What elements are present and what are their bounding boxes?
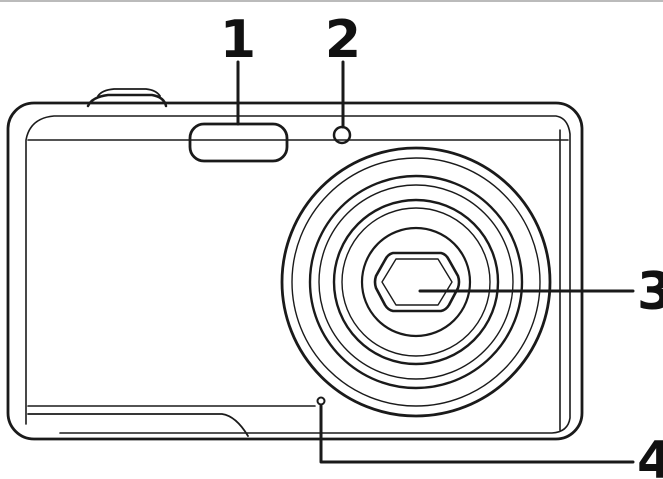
lens-assembly — [280, 146, 552, 418]
lens-aperture — [373, 251, 461, 313]
callout-label-4: 4 — [637, 431, 663, 479]
microphone-hole — [316, 396, 326, 406]
shutter-button — [86, 88, 168, 108]
callout-label-3: 3 — [637, 262, 663, 322]
leader-lines — [236, 60, 635, 464]
callout-label-1: 1 — [220, 10, 256, 70]
leader-line-4 — [319, 404, 635, 464]
callout-label-2: 2 — [325, 10, 361, 70]
camera-body — [6, 101, 584, 441]
flash-window — [188, 122, 289, 163]
